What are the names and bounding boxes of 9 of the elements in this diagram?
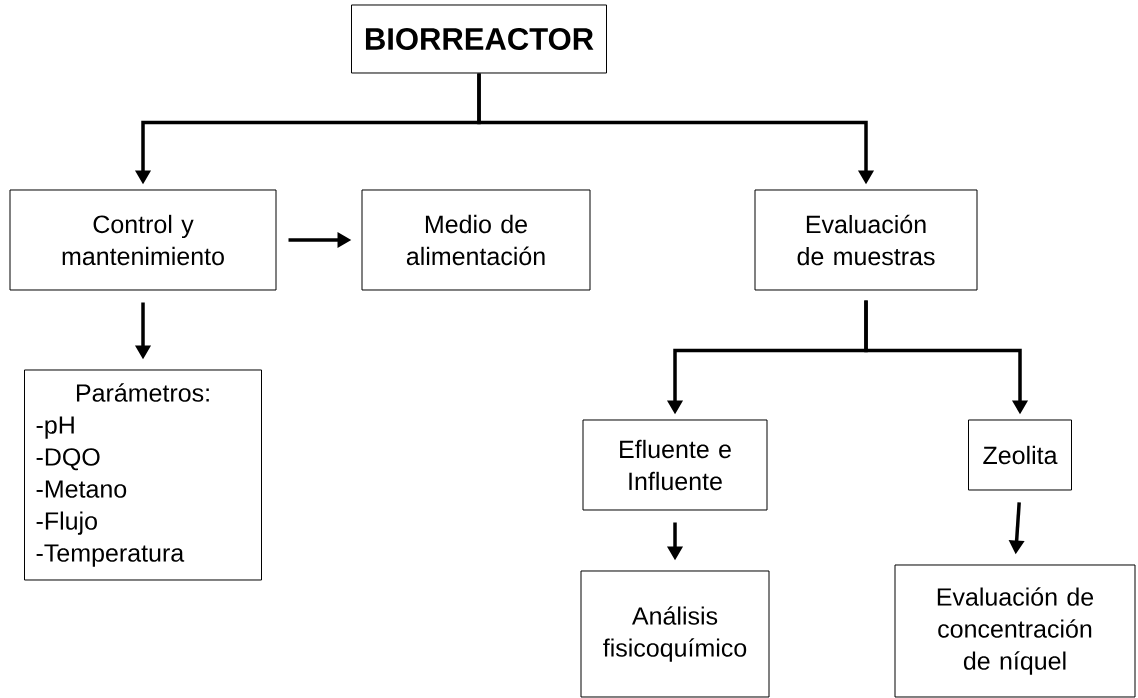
process-box: Medio de alimentación bbox=[361, 189, 591, 291]
process-box: Evaluación de muestras bbox=[754, 189, 978, 291]
process-box: Análisis fisicoquímico bbox=[580, 570, 770, 698]
title-box: BIORREACTOR bbox=[351, 4, 607, 74]
process-box: Control y mantenimiento bbox=[9, 189, 277, 291]
parameter-list-box: Parámetros: -pH -DQO -Metano -Flujo -Temperatura bbox=[24, 369, 262, 581]
process-box: Evaluación de concentración de níquel bbox=[894, 564, 1136, 698]
process-box: Zeolita bbox=[968, 419, 1072, 491]
process-box: Efluente e Influente bbox=[582, 419, 768, 511]
